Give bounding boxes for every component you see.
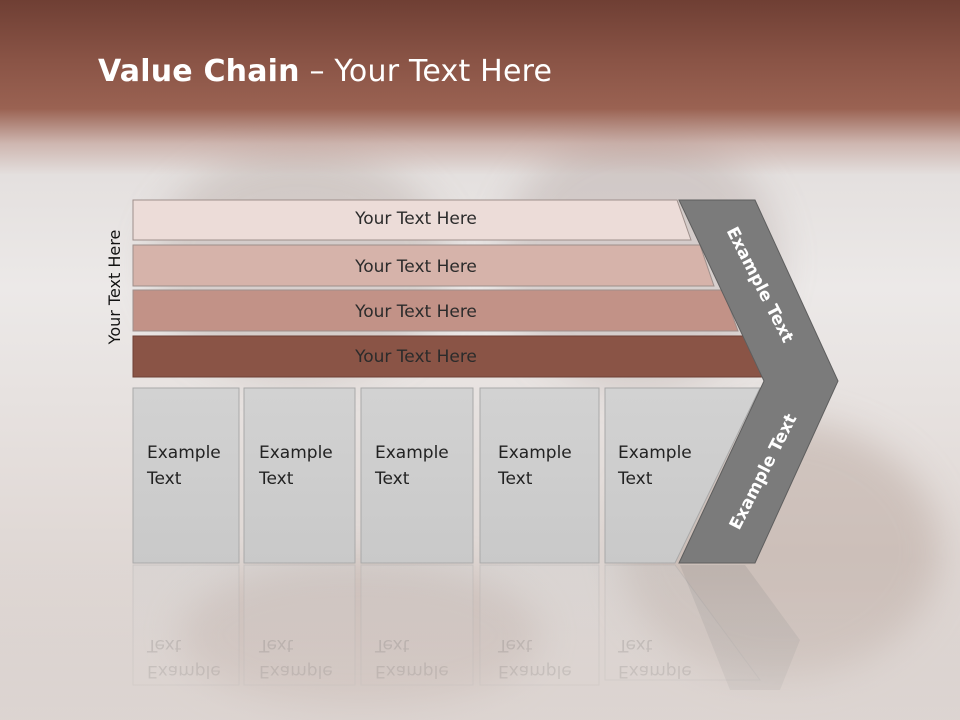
box-4-label: Example Text	[498, 443, 572, 489]
box-3[interactable]	[360, 387, 474, 564]
bar-2-label: Your Text Here	[355, 257, 477, 277]
slide-title-bold: Value Chain	[98, 54, 300, 89]
box-2-label: Example Text	[259, 443, 333, 489]
slide-title[interactable]: Value Chain – Your Text Here	[98, 54, 552, 89]
box-1-label: Example Text	[147, 443, 221, 489]
box-2[interactable]	[243, 387, 356, 564]
bar-3-label: Your Text Here	[355, 302, 477, 322]
bar-4-label: Your Text Here	[355, 347, 477, 367]
bar-1-label: Your Text Here	[355, 209, 477, 229]
title-bar	[0, 0, 960, 175]
box-5-label: Example Text	[618, 443, 692, 489]
bar-2[interactable]	[132, 244, 715, 287]
bar-1[interactable]	[132, 199, 692, 241]
box-3-label: Example Text	[375, 443, 449, 489]
box-4[interactable]	[479, 387, 600, 564]
box-1[interactable]	[132, 387, 240, 564]
slide-title-rest: – Your Text Here	[299, 54, 553, 89]
bar-3[interactable]	[132, 289, 739, 332]
bottom-fade	[0, 560, 960, 720]
